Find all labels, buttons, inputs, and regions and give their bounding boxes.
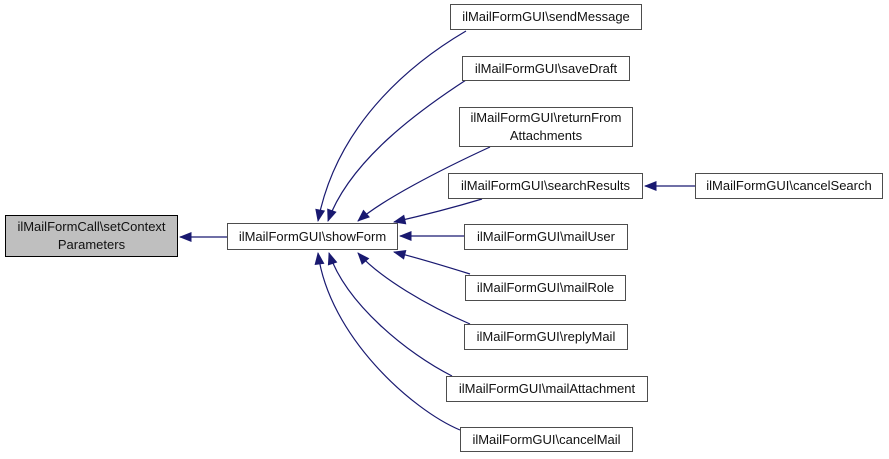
edge-mailRole-to-showForm xyxy=(393,249,471,275)
node-mailRole-label: ilMailFormGUI\mailRole xyxy=(476,280,615,295)
node-showForm-label: ilMailFormGUI\showForm xyxy=(238,228,387,244)
edge-cancelMail-to-showForm xyxy=(314,252,461,431)
node-cancelMail-label: ilMailFormGUI\cancelMail xyxy=(472,431,621,447)
node-saveDraft[interactable]: ilMailFormGUI\saveDraft xyxy=(462,56,630,81)
node-cancelMail[interactable]: ilMailFormGUI\cancelMail xyxy=(460,427,633,452)
node-mailUser-label: ilMailFormGUI\mailUser xyxy=(477,229,615,244)
edge-mailAttachment-to-showForm xyxy=(327,252,453,377)
node-cancelSearch[interactable]: ilMailFormGUI\cancelSearch xyxy=(695,173,883,199)
node-mailUser[interactable]: ilMailFormGUI\mailUser xyxy=(464,224,628,250)
node-searchResults-label: ilMailFormGUI\searchResults xyxy=(460,178,631,193)
node-mailAttachment[interactable]: ilMailFormGUI\mailAttachment xyxy=(446,376,648,402)
node-showForm[interactable]: ilMailFormGUI\showForm xyxy=(227,223,398,250)
node-returnFromAttachments-label-line1: ilMailFormGUI\returnFrom xyxy=(470,110,622,125)
edge-returnFromAttachments-to-showForm xyxy=(357,146,491,222)
node-setContextParameters-label-line2: Parameters xyxy=(57,237,126,252)
edge-saveDraft-to-showForm xyxy=(327,79,467,222)
node-cancelSearch-label: ilMailFormGUI\cancelSearch xyxy=(706,178,872,193)
edge-replyMail-to-showForm xyxy=(357,252,471,325)
node-saveDraft-label: ilMailFormGUI\saveDraft xyxy=(474,60,618,76)
edge-sendMessage-to-showForm xyxy=(315,30,467,222)
node-replyMail[interactable]: ilMailFormGUI\replyMail xyxy=(464,324,628,350)
node-mailAttachment-label: ilMailFormGUI\mailAttachment xyxy=(458,381,636,396)
node-mailRole[interactable]: ilMailFormGUI\mailRole xyxy=(465,275,626,301)
node-setContextParameters-label-line1: ilMailFormCall\setContext xyxy=(17,219,166,234)
node-sendMessage-label: ilMailFormGUI\sendMessage xyxy=(462,9,630,24)
node-sendMessage[interactable]: ilMailFormGUI\sendMessage xyxy=(450,4,642,30)
node-returnFromAttachments-label-line2: Attachments xyxy=(509,128,583,143)
edge-searchResults-to-showForm xyxy=(393,198,483,225)
node-replyMail-label: ilMailFormGUI\replyMail xyxy=(476,329,616,344)
node-searchResults[interactable]: ilMailFormGUI\searchResults xyxy=(448,173,643,199)
